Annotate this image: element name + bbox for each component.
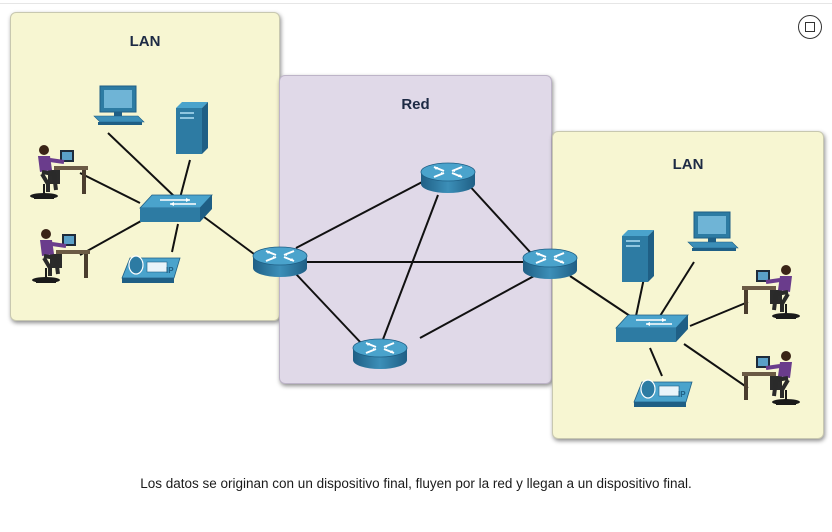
user-workstation-icon [740,263,802,321]
desktop-icon [687,211,739,252]
user-workstation-icon [28,143,90,201]
switch-icon [139,194,213,223]
network-title: Red [401,96,430,113]
expand-icon-corner [810,27,815,32]
router-icon [352,338,408,370]
desktop-icon [93,85,145,126]
caption: Los datos se originan con un dispositivo… [140,476,692,491]
top-divider [0,3,832,4]
network-zone: Red [279,75,552,384]
server-icon [176,102,208,154]
lan-left-title: LAN [129,33,161,50]
expand-icon-corner [805,27,810,32]
expand-icon [805,22,810,27]
lan-right-title: LAN [672,156,704,173]
network-diagram: IP IP [28,85,802,408]
router-icon [252,246,308,278]
user-workstation-icon [30,227,92,285]
expand-icon-corner [810,22,815,27]
server-icon [622,230,654,282]
ip-label: IP [678,390,686,399]
expand-button[interactable] [798,15,822,39]
user-workstation-icon [740,349,802,407]
router-icon [522,248,578,280]
router-icon [420,162,476,194]
network-links [79,132,749,389]
switch-icon [615,314,689,343]
ip-label: IP [166,266,174,275]
